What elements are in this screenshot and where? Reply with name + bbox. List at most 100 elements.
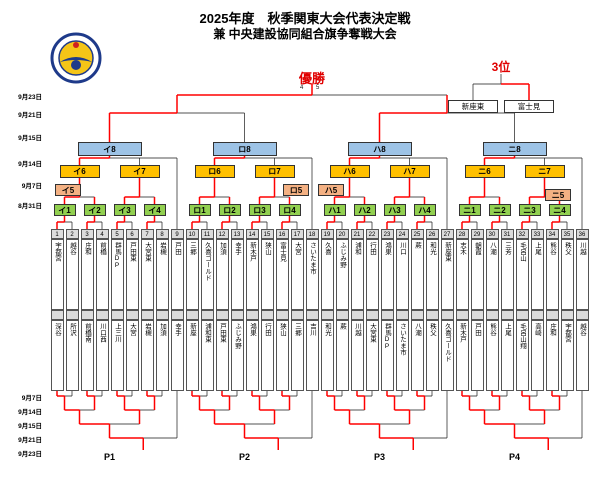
team-number [440,310,454,320]
team-name: 越谷 [65,239,79,310]
round-label-qf: イ6 [59,165,100,178]
champion-label: 優勝 [298,71,325,86]
team-number: 24 [395,229,409,239]
team-number: 28 [455,229,469,239]
team-name: 秩父 [425,320,439,391]
team-name: 川越 [350,320,364,391]
team-name: 戸田東 [215,320,229,391]
team-number [500,310,514,320]
team-number [515,310,529,320]
round-label-sf: ロ8 [212,142,277,156]
date-label: 9月23日 [18,451,42,458]
team-name: 蕨 [410,239,424,310]
team-number [365,310,379,320]
team-number: 8 [155,229,169,239]
date-label: 9月7日 [21,395,42,402]
round-label-r5: イ5 [55,184,81,196]
placement-label: P4 [508,452,520,462]
team-number: 15 [260,229,274,239]
team-number [410,310,424,320]
team-name: 蕨 [335,320,349,391]
round-label-r5: ハ5 [318,184,344,196]
team-name: 岩槻 [155,239,169,310]
team-number [50,310,64,320]
team-name: 幸手 [230,239,244,310]
team-name: 前橋 [95,239,109,310]
team-name: さいたま市 [305,239,319,310]
team-number: 12 [215,229,229,239]
team-number [95,310,109,320]
team-number [335,310,349,320]
team-number: 1 [50,229,64,239]
round-label-r1: イ3 [113,204,136,216]
team-number: 29 [470,229,484,239]
round-label-r1: ロ2 [218,204,241,216]
team-name: 八潮 [410,320,424,391]
round-label-qf: ロ6 [194,165,235,178]
team-number: 34 [545,229,559,239]
team-name: さいたま市 [395,320,409,391]
round-label-r1: ハ3 [383,204,406,216]
team-number: 31 [500,229,514,239]
team-name: 前橋南 [80,320,94,391]
team-name: 行田 [260,320,274,391]
team-number: 19 [320,229,334,239]
team-name: 浦和東 [200,320,214,391]
team-name: 新座東 [440,239,454,310]
placement-label: P3 [373,452,385,462]
team-number [200,310,214,320]
team-number [80,310,94,320]
team-name: 三郷 [290,320,304,391]
team-name: 高崎 [530,320,544,391]
date-label: 9月15日 [18,135,42,142]
team-number: 26 [425,229,439,239]
team-number: 14 [245,229,259,239]
round-label-qf: ロ7 [254,165,295,178]
round-label-sf: ニ8 [482,142,547,156]
team-name: 庄和 [80,239,94,310]
team-name: 庄和 [545,320,559,391]
team-number [215,310,229,320]
round-label-r1: ロ4 [278,204,301,216]
team-number: 9 [170,229,184,239]
date-label: 9月15日 [18,423,42,430]
team-name: 新木戸 [455,320,469,391]
team-number: 32 [515,229,529,239]
team-name: 上尾 [530,239,544,310]
team-name: 岩槻 [140,320,154,391]
date-label: 9月23日 [18,94,42,101]
team-number [155,310,169,320]
date-label: 9月21日 [18,437,42,444]
round-label-r1: ニ2 [488,204,511,216]
team-number: 23 [380,229,394,239]
page-title: 2025年度 秋季関東大会代表決定戦 [199,11,411,26]
team-name: 行田 [365,239,379,310]
team-number: 25 [410,229,424,239]
team-name: 熊谷 [485,320,499,391]
round-label-r1: ニ4 [548,204,571,216]
round-label-qf: ニ7 [524,165,565,178]
team-name: 浦和 [350,239,364,310]
team-number: 20 [335,229,349,239]
round-label-qf: ハ7 [389,165,430,178]
team-number: 18 [305,229,319,239]
team-name: 八潮 [485,239,499,310]
team-name: 三郷 [185,239,199,310]
round-label-r1: イ4 [143,204,166,216]
team-number [110,310,124,320]
team-number: 22 [365,229,379,239]
team-number: 6 [125,229,139,239]
team-name: 毛呂山翔 [515,320,529,391]
placement-label: P2 [238,452,250,462]
team-name: 川口西 [95,320,109,391]
team-number [290,310,304,320]
team-name: 新木戸 [245,239,259,310]
team-number [185,310,199,320]
team-name: 熊谷 [545,239,559,310]
round-label-r1: ニ3 [518,204,541,216]
round-label-r1: ハ1 [323,204,346,216]
team-name: 新座 [185,320,199,391]
third-place-team-1: 新座東 [448,100,498,113]
final-match-number-left: 4 [300,85,304,91]
team-number: 5 [110,229,124,239]
